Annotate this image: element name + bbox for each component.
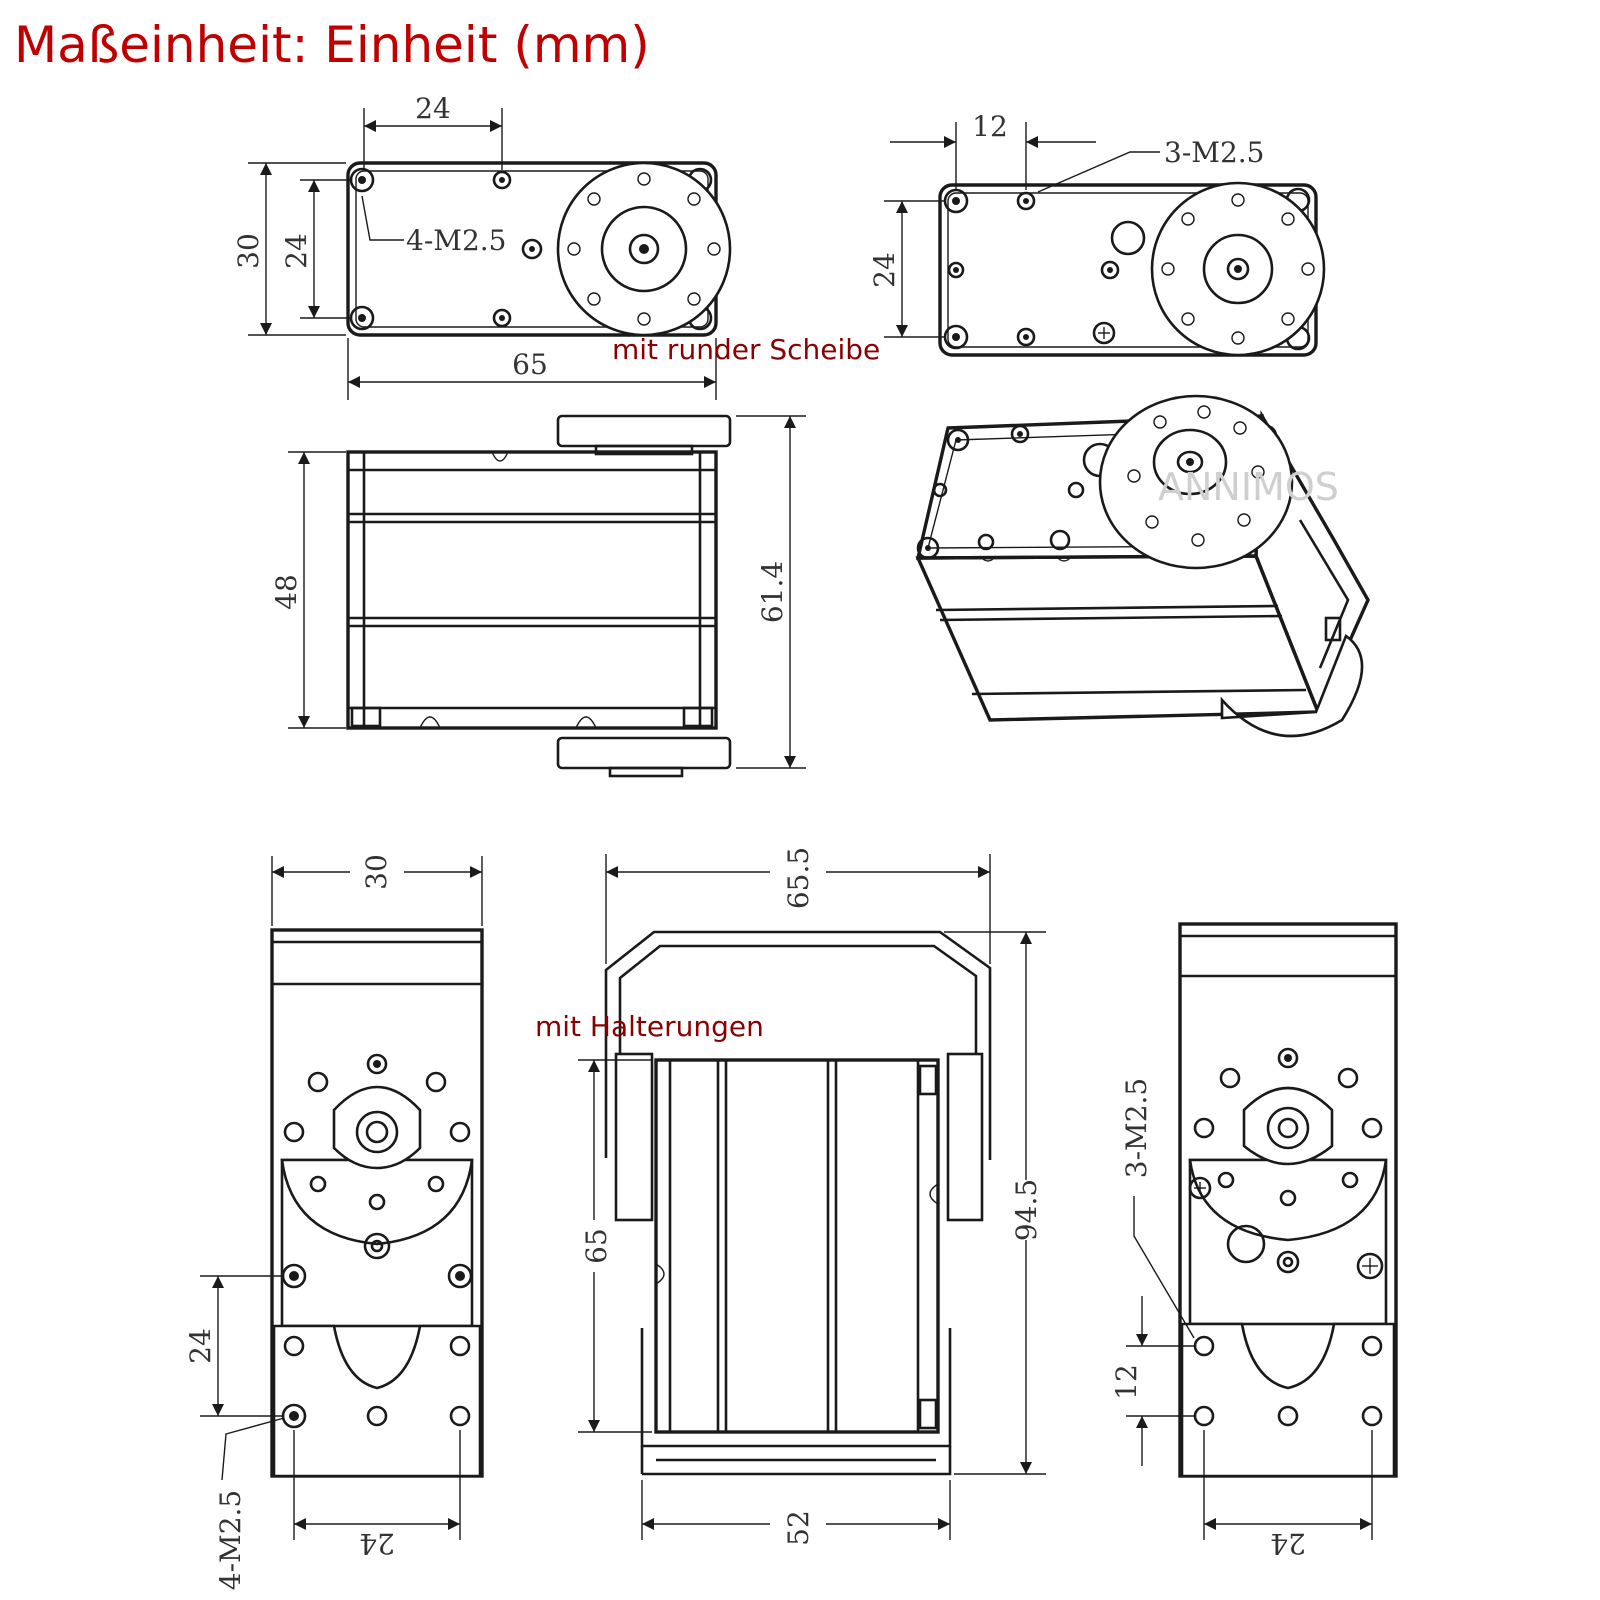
top-view: 24 30 24 4-M2.5 65 — [232, 92, 732, 400]
watermark: ANNIMOS — [1158, 465, 1339, 509]
dim-back-hole-spec: 3-M2.5 — [1120, 1078, 1153, 1178]
label-round-disc: mit runder Scheibe — [612, 333, 880, 366]
front-view: 30 24 4-M2.5 24 — [184, 854, 484, 1590]
dim-top-height-outer: 30 — [232, 233, 265, 269]
bracket-view: 65.5 65 94.5 52 — [578, 847, 1046, 1546]
dim-top-width: 24 — [415, 92, 451, 125]
dim-front-spacing: 24 — [184, 1328, 217, 1364]
dim-side-height: 48 — [270, 574, 303, 610]
side-view: 48 61.4 — [270, 414, 806, 778]
dim-side-total-height: 61.4 — [756, 561, 789, 623]
dim-top-height-inner: 24 — [280, 233, 313, 269]
dim-rear-hole-spec: 3-M2.5 — [1164, 136, 1264, 169]
dim-bracket-body-height: 65 — [580, 1228, 613, 1264]
rear-view: 12 3-M2.5 24 — [868, 110, 1326, 357]
dim-front-width: 30 — [360, 854, 393, 890]
dim-back-bottom: 24 — [1270, 1527, 1306, 1560]
back-view: 3-M2.5 12 24 — [1110, 922, 1398, 1560]
dim-rear-spacing: 12 — [972, 110, 1008, 143]
dim-bracket-width: 65.5 — [782, 847, 815, 909]
page-title: Maßeinheit: Einheit (mm) — [14, 16, 650, 74]
dim-top-length: 65 — [512, 348, 548, 381]
isometric-view — [915, 394, 1370, 738]
dim-top-hole-spec: 4-M2.5 — [406, 224, 506, 257]
dim-bracket-total-height: 94.5 — [1010, 1179, 1043, 1241]
dim-front-hole-spec: 4-M2.5 — [214, 1490, 247, 1590]
dim-front-bottom: 24 — [359, 1527, 395, 1560]
dim-back-spacing: 12 — [1110, 1364, 1143, 1400]
dim-rear-height: 24 — [868, 252, 901, 288]
dim-bracket-bottom: 52 — [782, 1510, 815, 1546]
label-brackets: mit Halterungen — [535, 1010, 764, 1043]
